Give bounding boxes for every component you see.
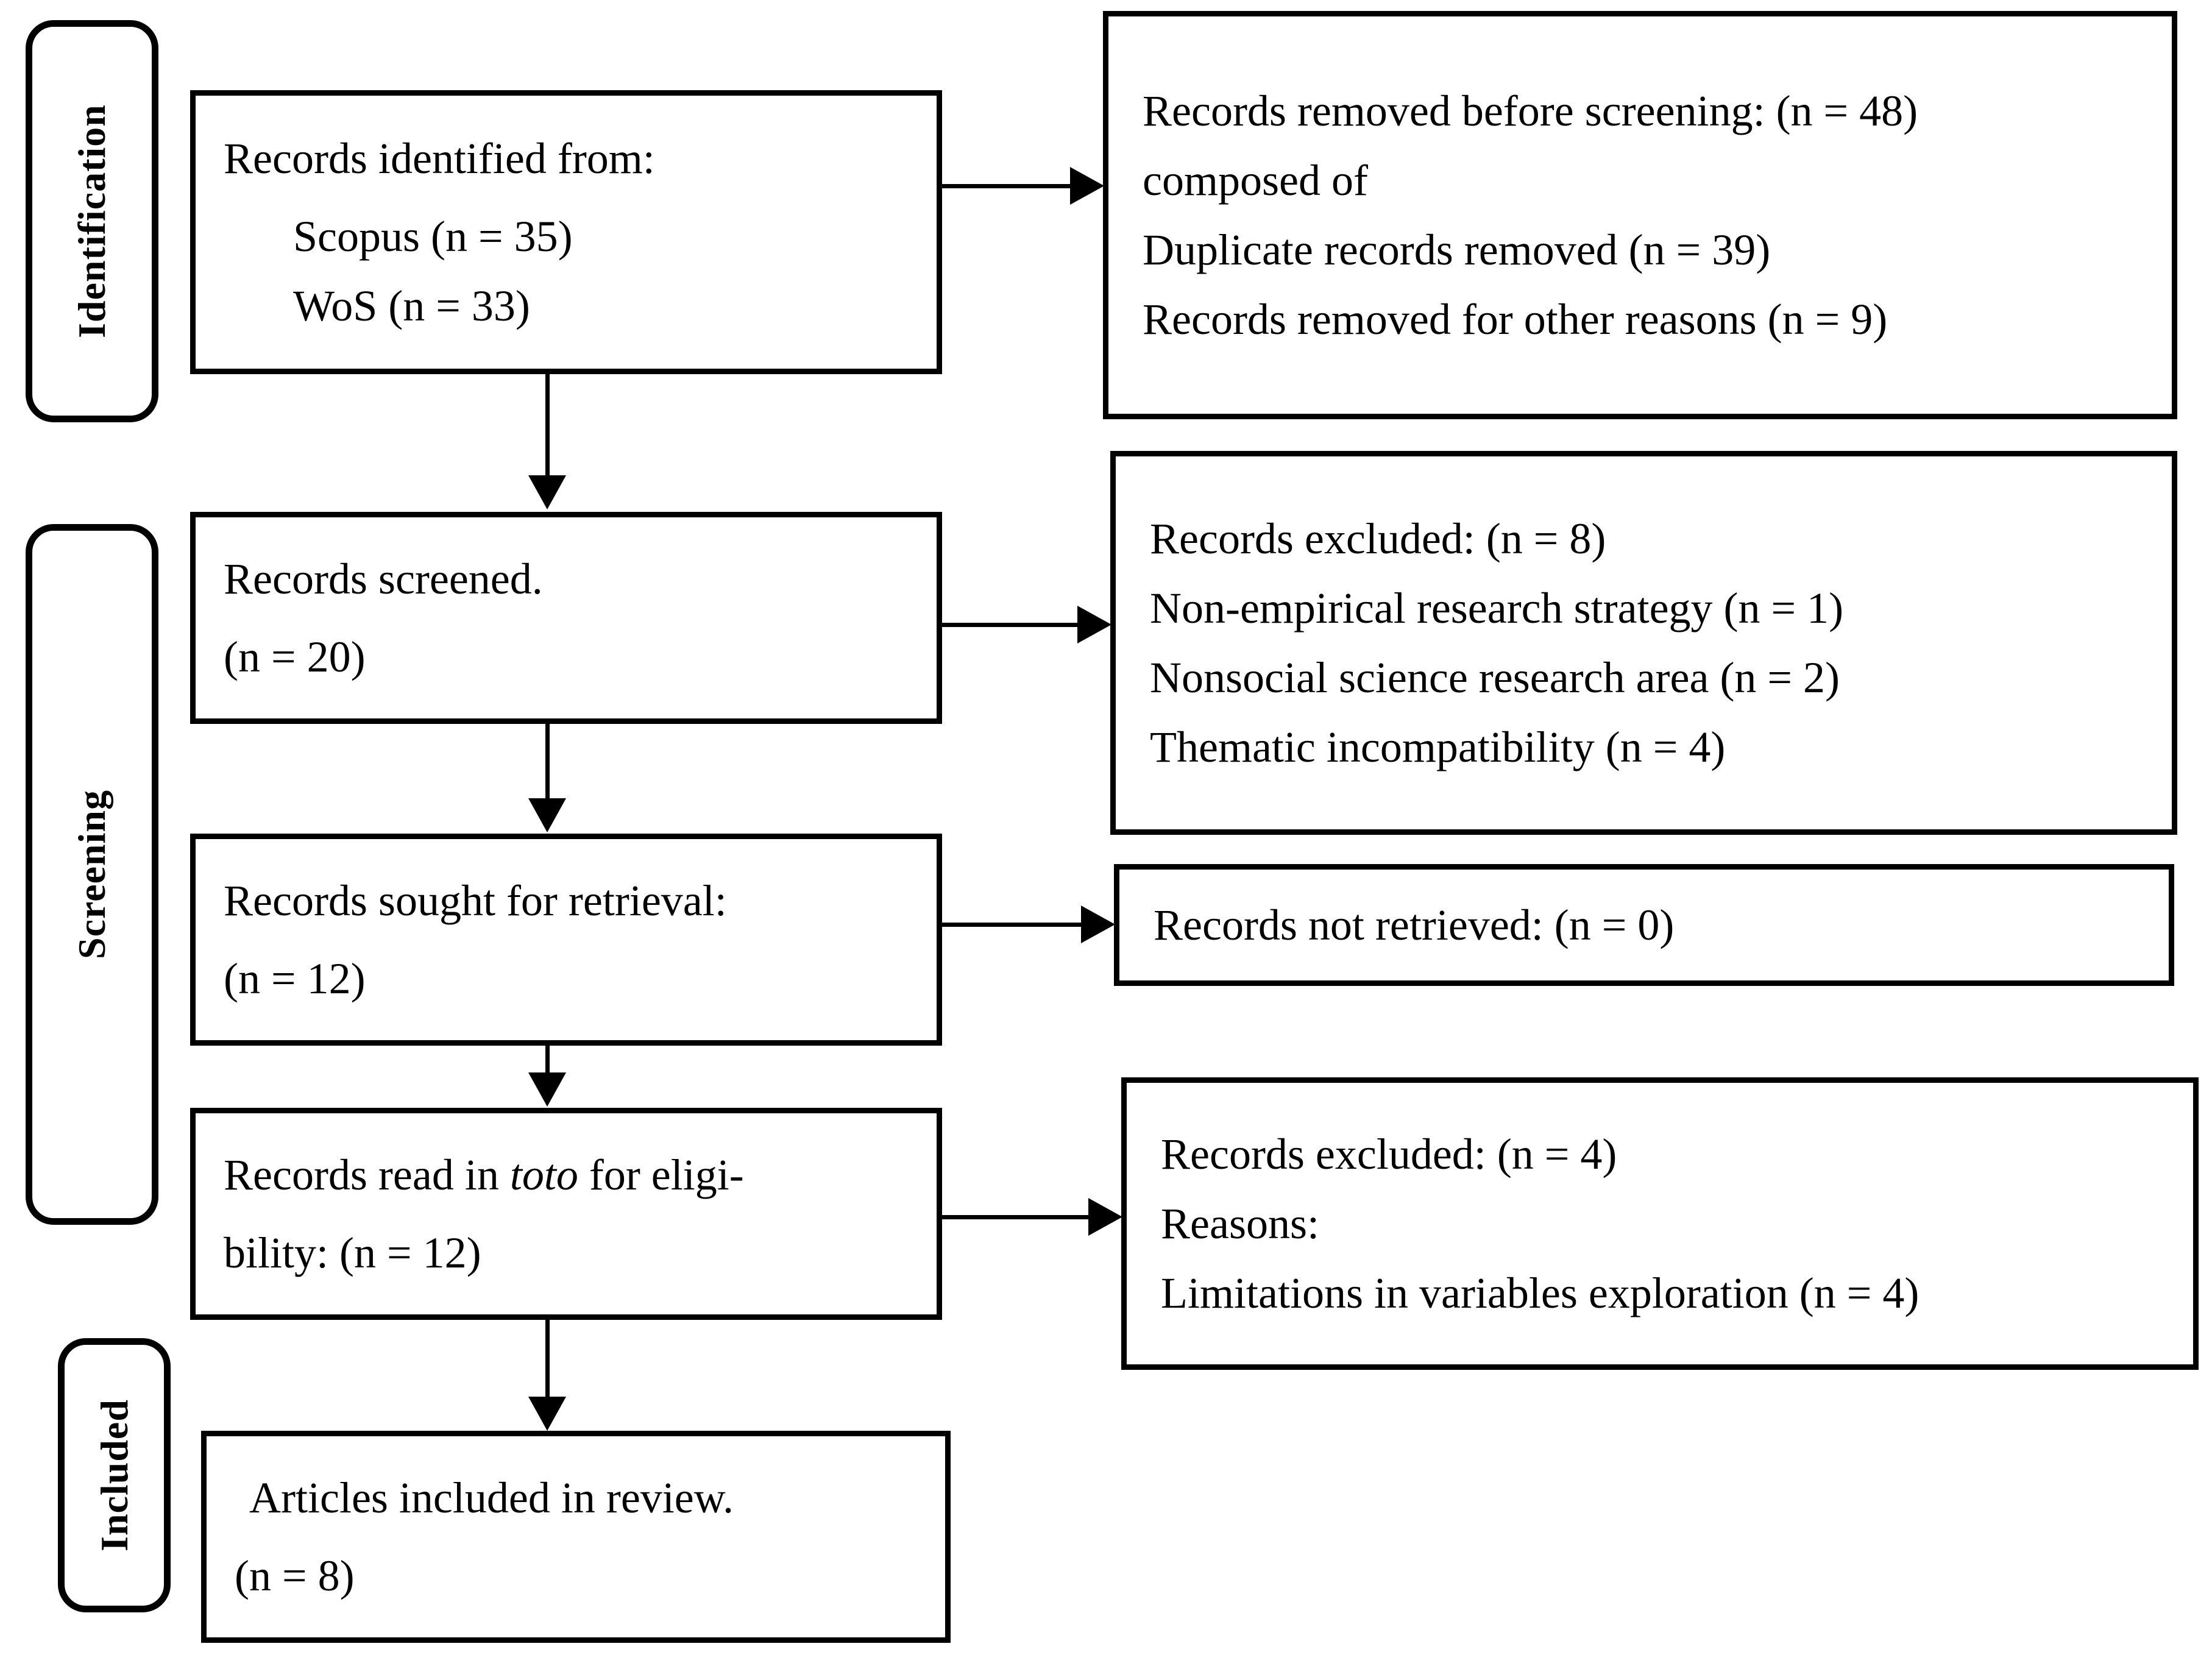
records-read-eligibility-text-b: for eligi- xyxy=(578,1150,744,1199)
articles-included-in-review-box: Articles included in review. (n = 8) xyxy=(201,1431,951,1643)
records-identified-box: Records identified from: Scopus (n = 35)… xyxy=(190,90,942,374)
records-identified-line-1: Records identified from: xyxy=(224,134,655,183)
arrowhead-sought-to-not-retrieved xyxy=(1081,906,1115,943)
records-screened-box: Records screened. (n = 20) xyxy=(190,512,942,724)
arrowhead-screened-to-sought xyxy=(528,798,566,832)
arrowhead-identified-to-screened xyxy=(528,475,566,509)
records-not-retrieved-box: Records not retrieved: (n = 0) xyxy=(1114,864,2174,986)
records-excluded-eligibility-box: Records excluded: (n = 4) Reasons: Limit… xyxy=(1121,1077,2199,1370)
records-excluded-eligibility-line-2: Reasons: xyxy=(1161,1199,1319,1248)
articles-included-line-1: Articles included in review. xyxy=(249,1473,734,1522)
articles-included-line-2: (n = 8) xyxy=(235,1551,355,1600)
records-excluded-eligibility-line-1: Records excluded: (n = 4) xyxy=(1161,1130,1617,1178)
records-excluded-screening-line-1: Records excluded: (n = 8) xyxy=(1150,514,1606,563)
records-sought-line-1: Records sought for retrieval: xyxy=(224,876,727,925)
phase-pill-screening: Screening xyxy=(26,524,158,1225)
phase-label-identification: Identification xyxy=(70,104,113,338)
records-read-eligibility-line-2: bility: (n = 12) xyxy=(224,1228,481,1277)
records-screened-line-1: Records screened. xyxy=(224,555,543,603)
connector-screened-to-excluded xyxy=(942,623,1077,627)
connector-sought-to-eligibility xyxy=(545,1046,550,1072)
records-not-retrieved-line-1: Records not retrieved: (n = 0) xyxy=(1154,901,1675,949)
records-excluded-screening-line-2: Non-empirical research strategy (n = 1) xyxy=(1150,584,1844,633)
arrowhead-identified-to-removed xyxy=(1070,167,1104,205)
records-removed-line-1: Records removed before screening: (n = 4… xyxy=(1143,87,1918,135)
connector-identified-to-screened xyxy=(545,374,550,475)
records-read-eligibility-line-1: Records read in toto for eligi- xyxy=(196,1153,937,1197)
records-removed-before-screening-box: Records removed before screening: (n = 4… xyxy=(1103,11,2177,419)
phase-pill-included: Included xyxy=(58,1338,171,1612)
records-read-eligibility-toto-italic: toto xyxy=(509,1150,578,1199)
records-sought-for-retrieval-box: Records sought for retrieval: (n = 12) xyxy=(190,834,942,1046)
phase-pill-identification: Identification xyxy=(26,20,158,422)
phase-label-included: Included xyxy=(92,1399,136,1551)
connector-sought-to-not-retrieved xyxy=(942,923,1081,927)
records-excluded-eligibility-line-3: Limitations in variables exploration (n … xyxy=(1161,1269,1920,1317)
arrowhead-sought-to-eligibility xyxy=(528,1072,566,1107)
arrowhead-eligibility-to-excluded xyxy=(1088,1198,1122,1236)
records-removed-line-4: Records removed for other reasons (n = 9… xyxy=(1143,295,1888,344)
arrowhead-screened-to-excluded xyxy=(1077,606,1111,643)
records-screened-line-2: (n = 20) xyxy=(224,633,366,681)
records-identified-line-wos: WoS (n = 33) xyxy=(293,282,530,330)
records-excluded-screening-line-3: Nonsocial science research area (n = 2) xyxy=(1150,653,1840,702)
connector-eligibility-to-excluded xyxy=(942,1215,1088,1219)
records-identified-line-scopus: Scopus (n = 35) xyxy=(293,212,573,261)
phase-label-screening: Screening xyxy=(70,789,113,960)
connector-identified-to-removed xyxy=(942,184,1070,188)
records-removed-line-3: Duplicate records removed (n = 39) xyxy=(1143,225,1771,274)
connector-screened-to-sought xyxy=(545,724,550,798)
records-read-eligibility-text-a: Records read in xyxy=(224,1150,510,1199)
records-excluded-screening-box: Records excluded: (n = 8) Non-empirical … xyxy=(1110,451,2177,835)
connector-eligibility-to-included xyxy=(545,1320,550,1397)
arrowhead-eligibility-to-included xyxy=(528,1397,566,1431)
records-removed-line-2: composed of xyxy=(1143,156,1368,205)
records-excluded-screening-line-4: Thematic incompatibility (n = 4) xyxy=(1150,723,1726,771)
records-read-eligibility-box: Records read in toto for eligi- bility: … xyxy=(190,1108,942,1320)
records-sought-line-2: (n = 12) xyxy=(224,954,366,1003)
